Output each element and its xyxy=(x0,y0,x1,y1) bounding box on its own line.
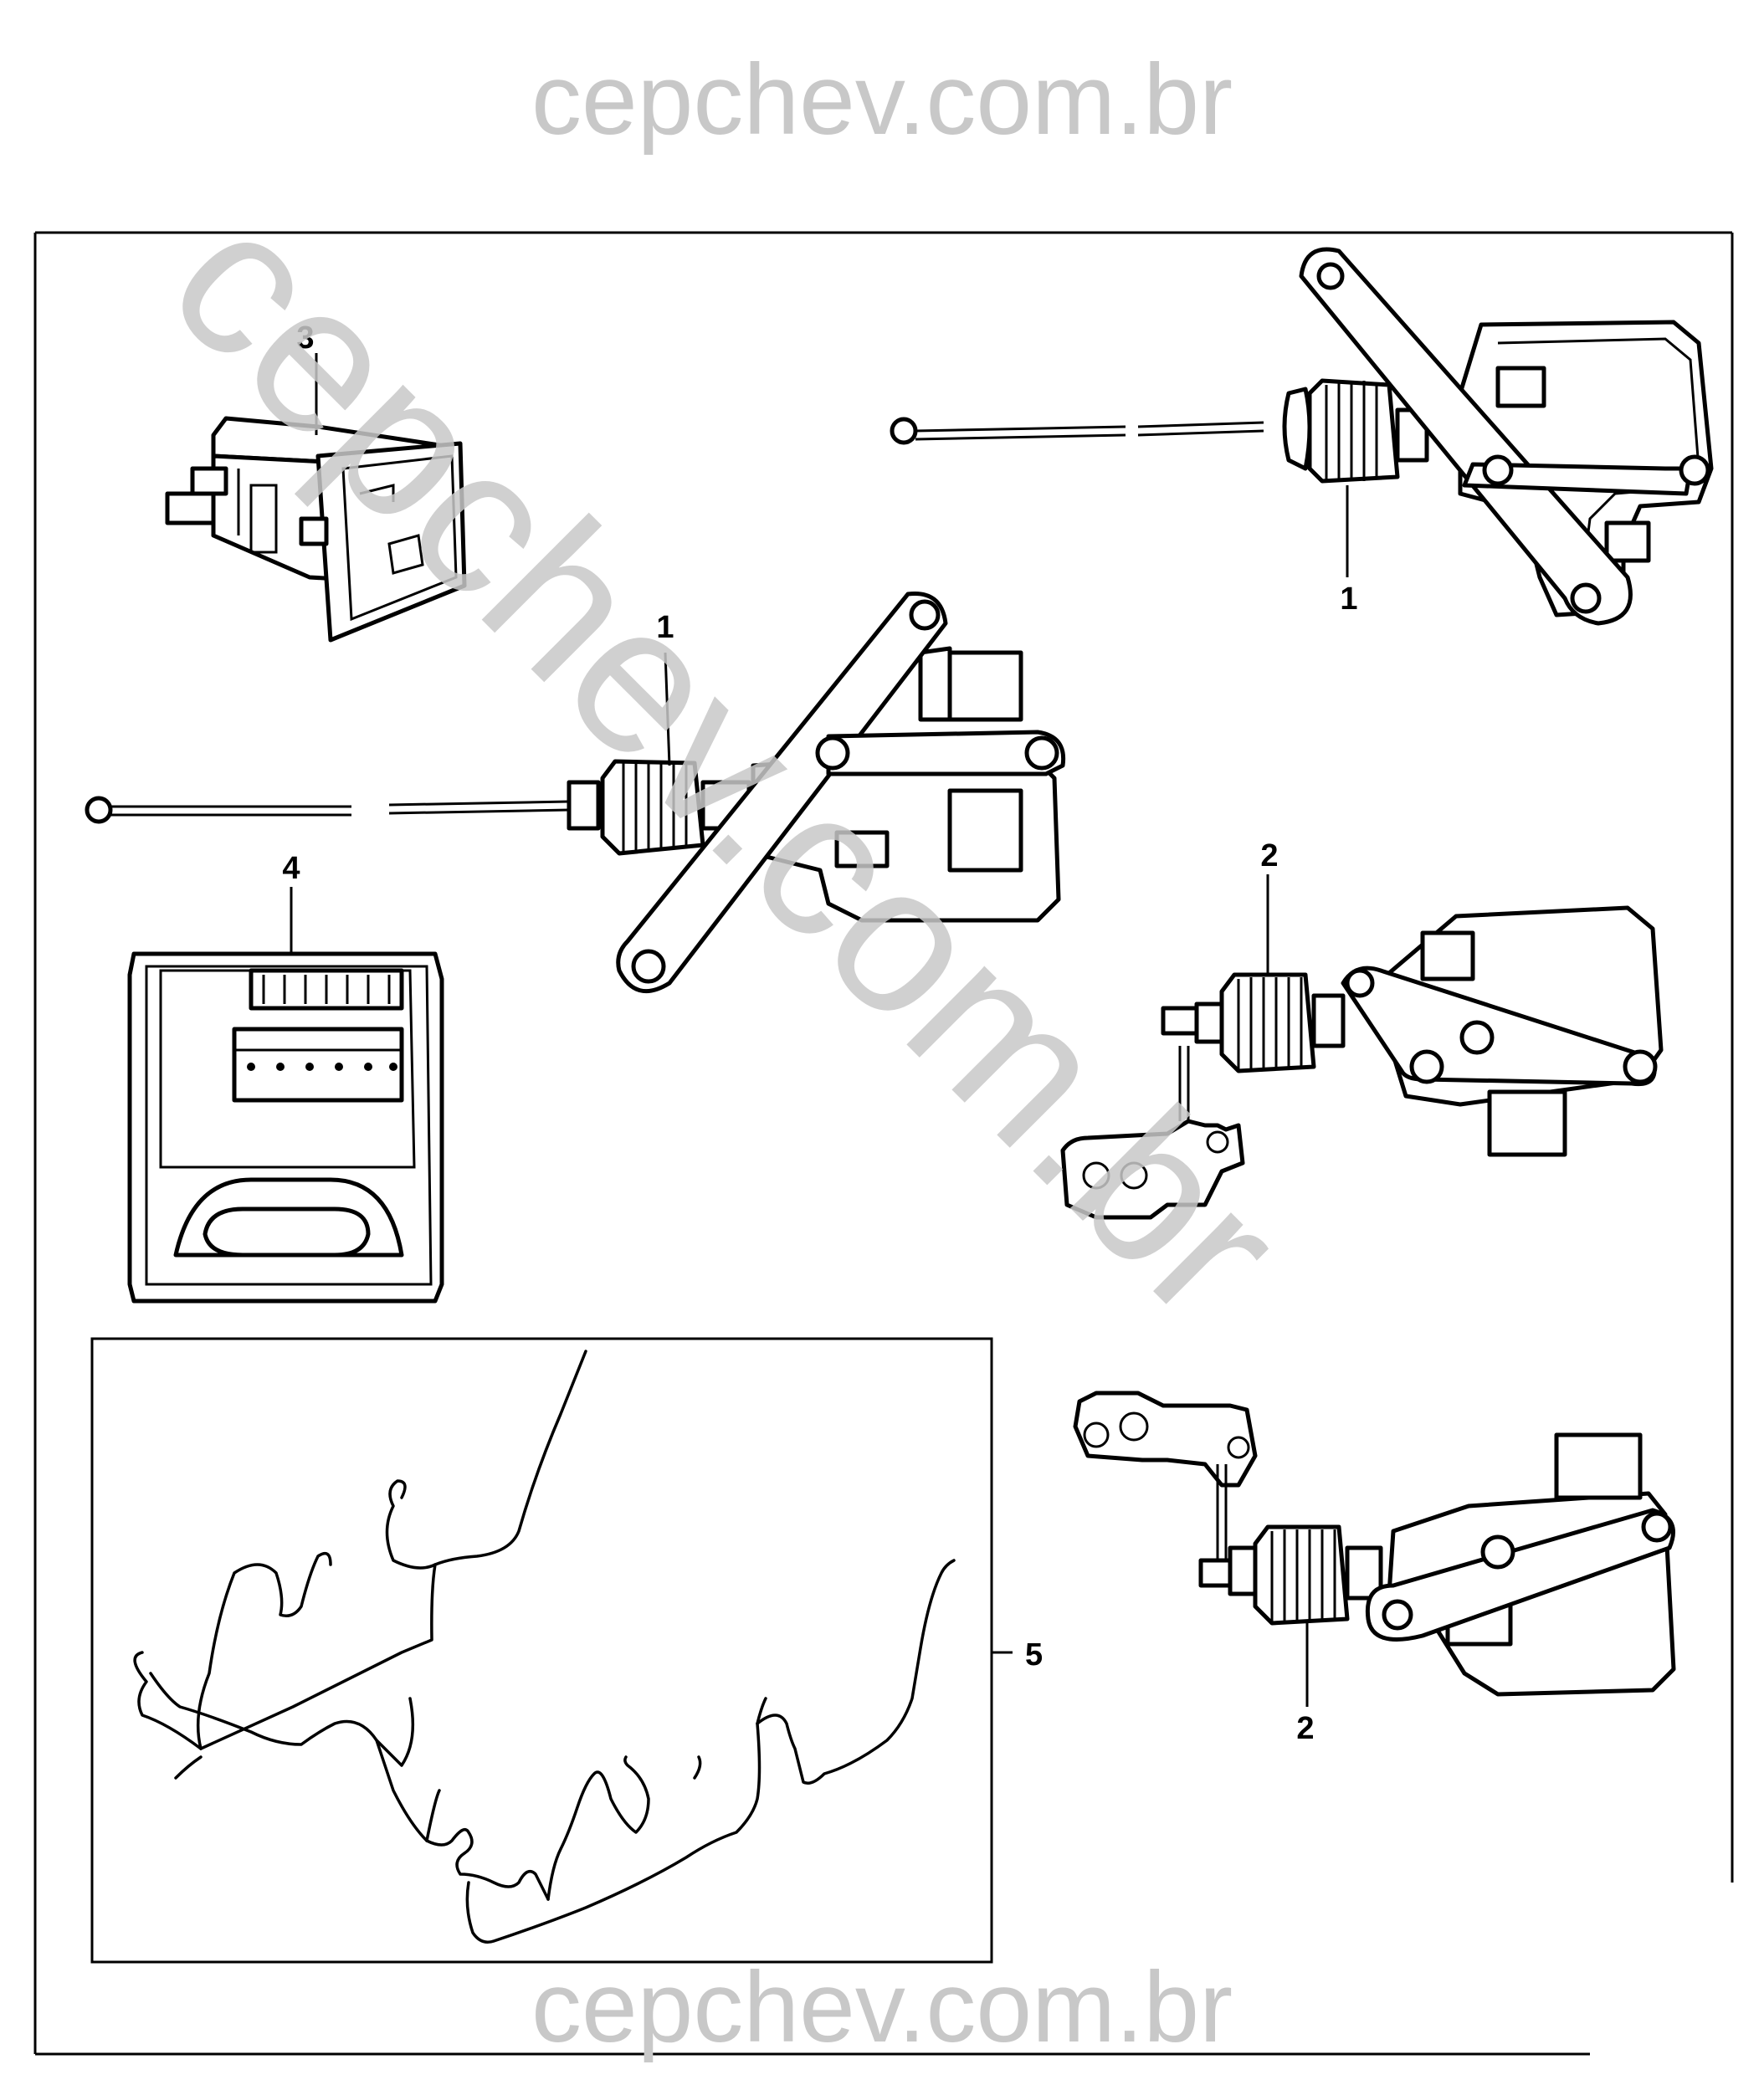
callout-2-upper: 2 xyxy=(1260,838,1278,873)
control-module xyxy=(127,887,444,1304)
watermark-top: cepchev.com.br xyxy=(531,44,1233,156)
callout-1-lower: 1 xyxy=(656,610,674,645)
lock-actuator-upper xyxy=(890,247,1714,626)
callout-5: 5 xyxy=(1025,1637,1043,1673)
module-pins xyxy=(247,1063,397,1071)
callout-1-upper: 1 xyxy=(1340,581,1357,617)
lock-actuator-2-upper xyxy=(1060,874,1664,1220)
diagram-frame xyxy=(33,231,1734,2056)
lock-actuator-2-lower xyxy=(1073,1391,1676,1707)
watermark-bottom: cepchev.com.br xyxy=(531,1951,1233,2063)
callout-2-lower: 2 xyxy=(1296,1711,1314,1746)
lock-actuator-lower xyxy=(85,591,1066,994)
wiring-harness xyxy=(90,1337,993,1964)
callout-4: 4 xyxy=(282,851,300,886)
callout-3: 3 xyxy=(296,320,314,356)
door-lock-switch xyxy=(165,353,467,643)
